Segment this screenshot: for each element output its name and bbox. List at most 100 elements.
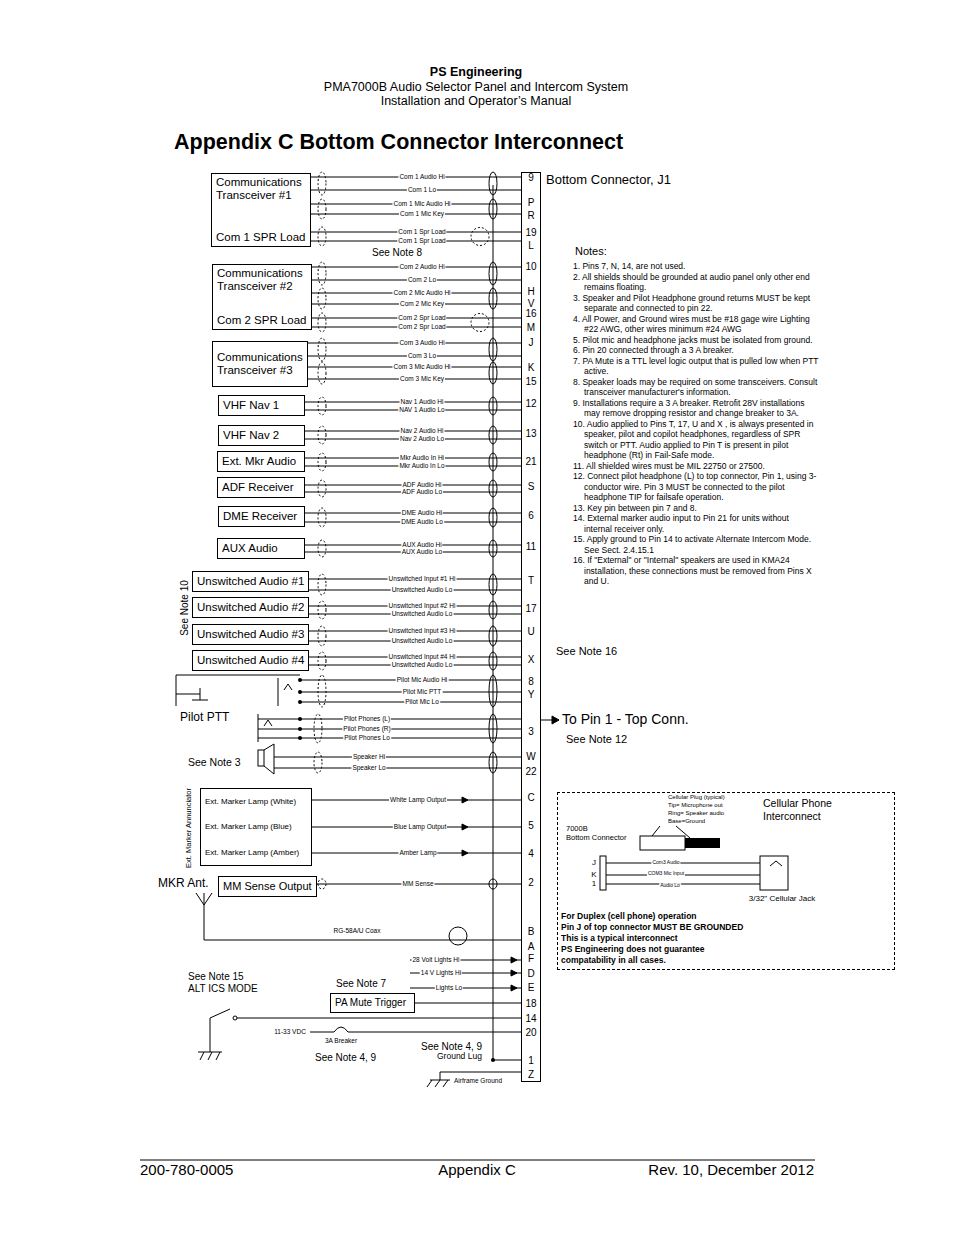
cell-plug: [640, 836, 685, 850]
annotation-text: See Note 15: [188, 971, 244, 982]
note-text: 12. Connect pilot headphone (L) to top c…: [573, 471, 819, 503]
annotation-text: PS Engineering: [430, 66, 522, 80]
signal-label: Com 1 Spr Load: [397, 228, 446, 235]
pin-label: T: [522, 576, 540, 586]
annotation-text: 7000B: [566, 825, 588, 833]
note-text: 5. Pilot mic and headphone jacks must be…: [573, 335, 819, 346]
signal-label: Com 2 Lo: [407, 276, 437, 283]
cell-jack: [760, 856, 788, 890]
speaker-symbol: [258, 750, 264, 766]
pin-label: A: [522, 942, 540, 952]
pin-label: U: [522, 627, 540, 637]
signal-label: Com 2 Mic Audio Hi: [392, 289, 451, 296]
note-text: 13. Key pin between pin 7 and 8.: [573, 503, 819, 514]
annotation-text: Cellular Plug (typical): [668, 794, 725, 801]
leader-line: [676, 826, 690, 838]
mic-jack: [284, 684, 292, 690]
shield-floating: [318, 626, 326, 646]
signal-label: Speaker Lo: [351, 764, 386, 771]
device-box: ADF Receiver: [217, 477, 305, 498]
annotation-text: Installation and Operator’s Manual: [381, 95, 572, 109]
note-text: 15. Apply ground to Pin 14 to activate A…: [573, 534, 819, 555]
note-text: 7. PA Mute is a TTL level logic output t…: [573, 356, 819, 377]
device-box: VHF Nav 1: [218, 395, 305, 416]
phone-jack: [264, 720, 272, 726]
box-label: Ext. Mkr Audio: [222, 455, 296, 468]
annotation-text: Base=Ground: [668, 818, 705, 825]
signal-label: Unswitched Input #2 Hi: [388, 602, 457, 609]
device-box: Communications Transceiver #1Com 1 SPR L…: [211, 173, 311, 247]
pin-label: 6: [522, 511, 540, 521]
signal-label: Pilot Phones (L): [343, 715, 391, 722]
signal-wire: [410, 988, 521, 989]
shield-floating: [318, 397, 326, 415]
connector-block: Bottom Connector, J19PR19L10HV16MJK15121…: [521, 172, 541, 1082]
ground-symbol: [198, 1052, 222, 1053]
box-label: Ext. Marker Lamp (White): [205, 797, 296, 806]
cell-wire: [606, 863, 760, 864]
signal-wire: [493, 1060, 521, 1061]
device-box: Ext. Mkr Audio: [217, 451, 305, 472]
signal-label: Pilot Mic Lo: [404, 698, 440, 705]
shield-floating: [314, 714, 322, 743]
ground-hatch: [427, 1080, 432, 1087]
annotation-text: See Note 4, 9: [421, 1041, 482, 1052]
mic-jack: [278, 678, 279, 706]
signal-label: Com 1 Audio Hi: [398, 173, 445, 180]
annotation-text: See Note 8: [372, 247, 422, 258]
signal-wire: [300, 729, 521, 730]
signal-label: Lights Lo: [435, 984, 463, 991]
pin-label: 9: [522, 173, 540, 183]
box-label: Unswitched Audio #2: [197, 601, 304, 614]
phone-jack: [258, 729, 300, 730]
shield-floating: [318, 199, 326, 219]
mic-frame: [176, 675, 300, 676]
note-text: 1. Pins 7, N, 14, are not used.: [573, 261, 819, 272]
signal-label: Unswitched Input #1 Hi: [388, 575, 457, 582]
shield-ground-bus: [493, 185, 494, 1060]
annotation-text: 1: [592, 880, 596, 889]
signal-label: COM3 Mic Input: [647, 871, 685, 877]
pin-label: 22: [522, 767, 540, 777]
annotation-text: PS Engineering does not guarantee: [561, 945, 705, 954]
pin-label: 20: [522, 1028, 540, 1038]
pin-label: Y: [522, 690, 540, 700]
note-text: 6. Pin 20 connected through a 3 A breake…: [573, 345, 819, 356]
signal-label: AUX Audio Lo: [401, 548, 443, 555]
cell-jack: [770, 861, 782, 866]
inset-frame: Cellular Phone Interconnect: [557, 792, 895, 970]
signal-label: Mkr Audio In Hi: [399, 454, 445, 461]
junction-dot: [491, 1058, 495, 1062]
signal-label: Unswitched Audio Lo: [391, 661, 454, 668]
annotation-text: See Note 16: [556, 645, 617, 657]
shield-floating: [318, 601, 326, 619]
box-label: Ext. Marker Lamp (Amber): [205, 848, 299, 857]
box-label: VHF Nav 1: [223, 399, 279, 412]
pin-label: 14: [522, 1014, 540, 1024]
signal-label: Com3 Audio: [651, 860, 680, 866]
annotation-text: Rev. 10, December 2012: [648, 1162, 814, 1179]
ground-wire: [440, 1072, 521, 1073]
arrowhead: [552, 716, 559, 724]
box-label: MM Sense Output: [223, 880, 312, 893]
signal-label: Audio Lo: [659, 883, 681, 889]
shield-floating: [318, 362, 326, 384]
shield-floating: [318, 480, 326, 497]
shield-floating: [318, 652, 326, 670]
signal-label: DME Audio Lo: [400, 518, 444, 525]
arrowhead: [462, 824, 468, 830]
signal-label: Com 2 Mic Key: [399, 300, 445, 307]
signal-label: Com 3 Lo: [407, 352, 437, 359]
ground-hatch: [435, 1080, 440, 1087]
breaker-symbol: [334, 1027, 348, 1032]
device-box: MM Sense Output: [218, 876, 317, 897]
annotation-text: Appendix C: [438, 1162, 516, 1179]
pin-label: V: [522, 299, 540, 309]
note-text: 8. Speaker loads may be required on some…: [573, 377, 819, 398]
box-label: Communications Transceiver #3: [217, 351, 302, 377]
signal-wire: [274, 757, 521, 758]
power-wire: [310, 1032, 334, 1033]
signal-label: Com 1 Lo: [407, 186, 437, 193]
signal-wire: [300, 719, 521, 720]
